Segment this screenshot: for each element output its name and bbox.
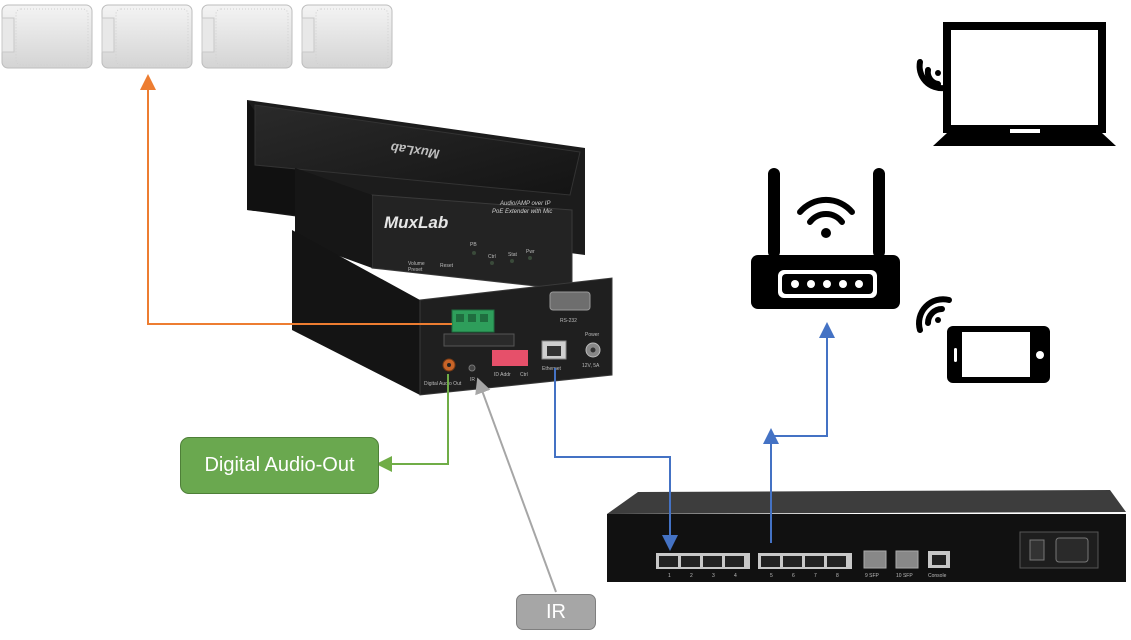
port-number-7: 7 xyxy=(814,573,817,579)
network-switch: 1 2 3 4 5 6 7 8 9 SFP 10 SFP Console xyxy=(607,490,1126,582)
power-label: Power xyxy=(585,332,600,338)
port-number-2: 2 xyxy=(690,573,693,579)
ir-connection-line xyxy=(475,377,557,593)
front-label-reset: Reset xyxy=(440,263,454,269)
ethernet-label: Ethernet xyxy=(542,366,562,372)
muxlab-device: MuxLab MuxLab Audio/AMP over IP PoE Exte… xyxy=(247,100,613,396)
speaker-icon xyxy=(201,4,293,69)
port-number-4: 4 xyxy=(734,573,737,579)
front-label-ctrl: Ctrl xyxy=(488,254,496,260)
device-model-line1: Audio/AMP over IP xyxy=(499,201,550,207)
digital-audio-out-label: Digital Audio Out xyxy=(424,381,462,387)
switch-to-router-line-up xyxy=(771,322,835,437)
sfp-label-10: 10 SFP xyxy=(896,573,913,579)
port-number-5: 5 xyxy=(770,573,773,579)
rs232-label: RS-232 xyxy=(560,318,577,324)
ir-text: IR xyxy=(546,600,566,623)
ir-jack-label: IR xyxy=(470,377,475,383)
device-brand-top: MuxLab xyxy=(390,140,441,162)
wifi-signal-icon xyxy=(916,296,952,333)
port-number-6: 6 xyxy=(792,573,795,579)
ctrl-label: Ctrl xyxy=(520,372,528,378)
digital-audio-out-text: Digital Audio-Out xyxy=(204,454,355,476)
console-label: Console xyxy=(928,573,947,579)
speaker-icon xyxy=(301,4,393,69)
speaker-connection-line xyxy=(140,74,452,325)
port-number-3: 3 xyxy=(712,573,715,579)
front-label-pwr: Pwr xyxy=(526,249,535,255)
smartphone-icon xyxy=(947,326,1050,383)
digital-audio-out-box: Digital Audio-Out xyxy=(180,437,379,494)
speaker-icon xyxy=(1,4,93,69)
wifi-signal-icon xyxy=(916,59,947,92)
wifi-router-icon xyxy=(751,168,900,309)
sfp-label-9: 9 SFP xyxy=(865,573,880,579)
power-spec-label: 12V, 5A xyxy=(582,363,600,369)
ethernet-connection-line xyxy=(554,368,678,551)
laptop-icon xyxy=(933,22,1116,146)
front-label-volume: Volume xyxy=(408,261,425,267)
digital-audio-connection-line xyxy=(376,374,449,472)
front-label-stat: Stat xyxy=(508,252,518,258)
port-number-8: 8 xyxy=(836,573,839,579)
front-label-preset: Preset xyxy=(408,267,423,273)
port-number-1: 1 xyxy=(668,573,671,579)
device-brand: MuxLab xyxy=(384,213,448,232)
ir-box: IR xyxy=(516,594,596,630)
device-model-line2: PoE Extender with Mic xyxy=(492,209,552,215)
speaker-icon xyxy=(101,4,193,69)
id-addr-label: ID Addr xyxy=(494,372,511,378)
front-label-pb: PB xyxy=(470,242,477,248)
